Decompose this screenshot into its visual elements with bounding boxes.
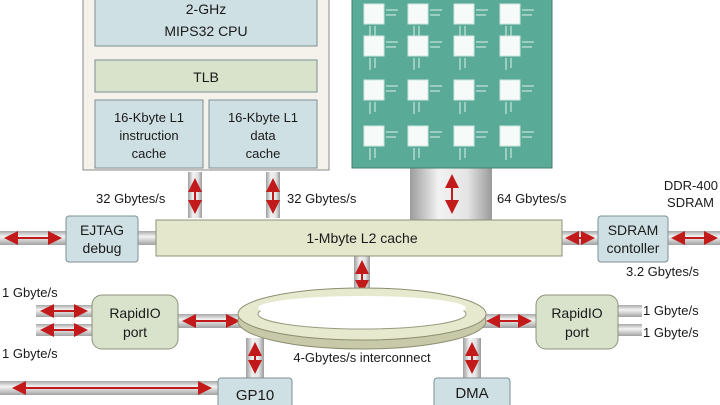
ejtag-l2-link — [138, 231, 156, 245]
rapidio-right-line1: RapidIO — [551, 305, 602, 321]
gpio-external-link — [0, 381, 218, 395]
bw-rapidio-left-top: 1 Gbyte/s — [2, 285, 58, 300]
rapidio-port-right — [535, 294, 619, 350]
accelerator-wiring — [505, 131, 534, 160]
accelerator-cell — [363, 35, 385, 57]
accelerator-cell — [453, 35, 475, 57]
accelerator-wiring — [459, 85, 488, 114]
tlb-block — [94, 59, 318, 93]
accelerator-wiring — [413, 41, 442, 70]
l2-cache-block — [155, 219, 563, 257]
accelerator-wiring — [459, 131, 488, 160]
accelerator-cell — [453, 125, 475, 147]
accelerator-wiring — [413, 85, 442, 114]
accelerator-cell — [407, 79, 429, 101]
bw-accelerator-l2: 64 Gbytes/s — [497, 191, 567, 206]
ejtag-external-link — [0, 231, 66, 245]
bw-sdram: 3.2 Gbytes/s — [626, 264, 699, 279]
accelerator-wiring — [459, 9, 488, 38]
ejtag-line2: debug — [83, 240, 122, 256]
accelerator-cell — [499, 3, 521, 25]
accelerator-wiring — [505, 41, 534, 70]
sdram-external-link — [668, 231, 720, 245]
l1-instruction-cache — [94, 99, 204, 169]
accelerator-l2-link — [410, 164, 492, 220]
sdram-controller-line2: contoller — [607, 240, 660, 256]
l1-instruction-line3: cache — [132, 146, 167, 161]
accelerator-wiring — [505, 9, 534, 38]
accelerator-wiring — [459, 41, 488, 70]
bw-cpu-l2-left: 32 Gbytes/s — [96, 191, 166, 206]
cpu-l2-link-right — [266, 172, 280, 218]
accelerator-cell — [453, 3, 475, 25]
l2-cache-label: 1-Mbyte L2 cache — [306, 230, 417, 246]
bw-rapidio-right-bottom: 1 Gbyte/s — [643, 325, 699, 340]
accelerator-cell — [363, 3, 385, 25]
tlb-label: TLB — [193, 69, 219, 85]
sdram-controller-block — [597, 215, 669, 263]
ejtag-debug-block — [65, 215, 139, 263]
ejtag-line1: EJTAG — [80, 222, 124, 238]
accelerator-cell — [499, 35, 521, 57]
interconnect-ring — [237, 287, 487, 350]
ddr-label-line2: SDRAM — [667, 195, 714, 210]
bw-cpu-l2-right: 32 Gbytes/s — [287, 191, 357, 206]
rapidio-left-line1: RapidIO — [109, 305, 160, 321]
accelerator-cell — [499, 125, 521, 147]
accelerator-cell — [407, 125, 429, 147]
rapidio-right-external-links — [618, 305, 642, 336]
accelerator-array — [351, 0, 553, 169]
cpu-label-line2: MIPS32 CPU — [164, 23, 247, 39]
ddr-label-line1: DDR-400 — [664, 178, 718, 193]
cpu-label-line1: 2-GHz — [186, 1, 226, 17]
accelerator-cells — [363, 3, 534, 160]
accelerator-wiring — [413, 9, 442, 38]
ring-gpio-link — [246, 338, 264, 378]
accelerator-cell — [407, 35, 429, 57]
l2-sdram-link — [562, 231, 598, 245]
accelerator-wiring — [413, 131, 442, 160]
rapidio-port-left — [91, 294, 179, 350]
l1-data-line2: data — [250, 128, 276, 143]
rapidio-right-line2: port — [565, 324, 589, 340]
accelerator-wiring — [505, 85, 534, 114]
gpio-block — [217, 377, 293, 405]
accelerator-wiring — [369, 131, 398, 160]
bw-rapidio-right-top: 1 Gbyte/s — [643, 303, 699, 318]
sdram-controller-line1: SDRAM — [608, 222, 659, 238]
l1-data-line1: 16-Kbyte L1 — [228, 110, 298, 125]
accelerator-wiring — [369, 41, 398, 70]
cpu-l2-link-left — [188, 172, 202, 218]
cpu-block — [94, 0, 318, 47]
rapidio-left-line2: port — [123, 324, 147, 340]
rapidio-left-external-links — [36, 304, 92, 337]
rapidio-right-ring-link — [482, 314, 536, 328]
accelerator-cell — [407, 3, 429, 25]
accelerator-cell — [453, 79, 475, 101]
bw-rapidio-left-bottom: 1 Gbyte/s — [2, 346, 58, 361]
l1-instruction-line2: instruction — [119, 128, 178, 143]
ring-dma-link — [463, 338, 481, 378]
accelerator-cell — [363, 79, 385, 101]
l1-data-line3: cache — [246, 146, 281, 161]
accelerator-wiring — [369, 9, 398, 38]
l1-data-cache — [208, 99, 318, 169]
dma-label: DMA — [455, 385, 488, 402]
interconnect-label: 4-Gbytes/s interconnect — [293, 350, 431, 365]
gpio-label: GP10 — [236, 387, 274, 404]
accelerator-wiring — [369, 85, 398, 114]
accelerator-cell — [499, 79, 521, 101]
l1-instruction-line1: 16-Kbyte L1 — [114, 110, 184, 125]
dma-block — [433, 377, 511, 405]
rapidio-left-ring-link — [178, 314, 244, 328]
accelerator-cell — [363, 125, 385, 147]
